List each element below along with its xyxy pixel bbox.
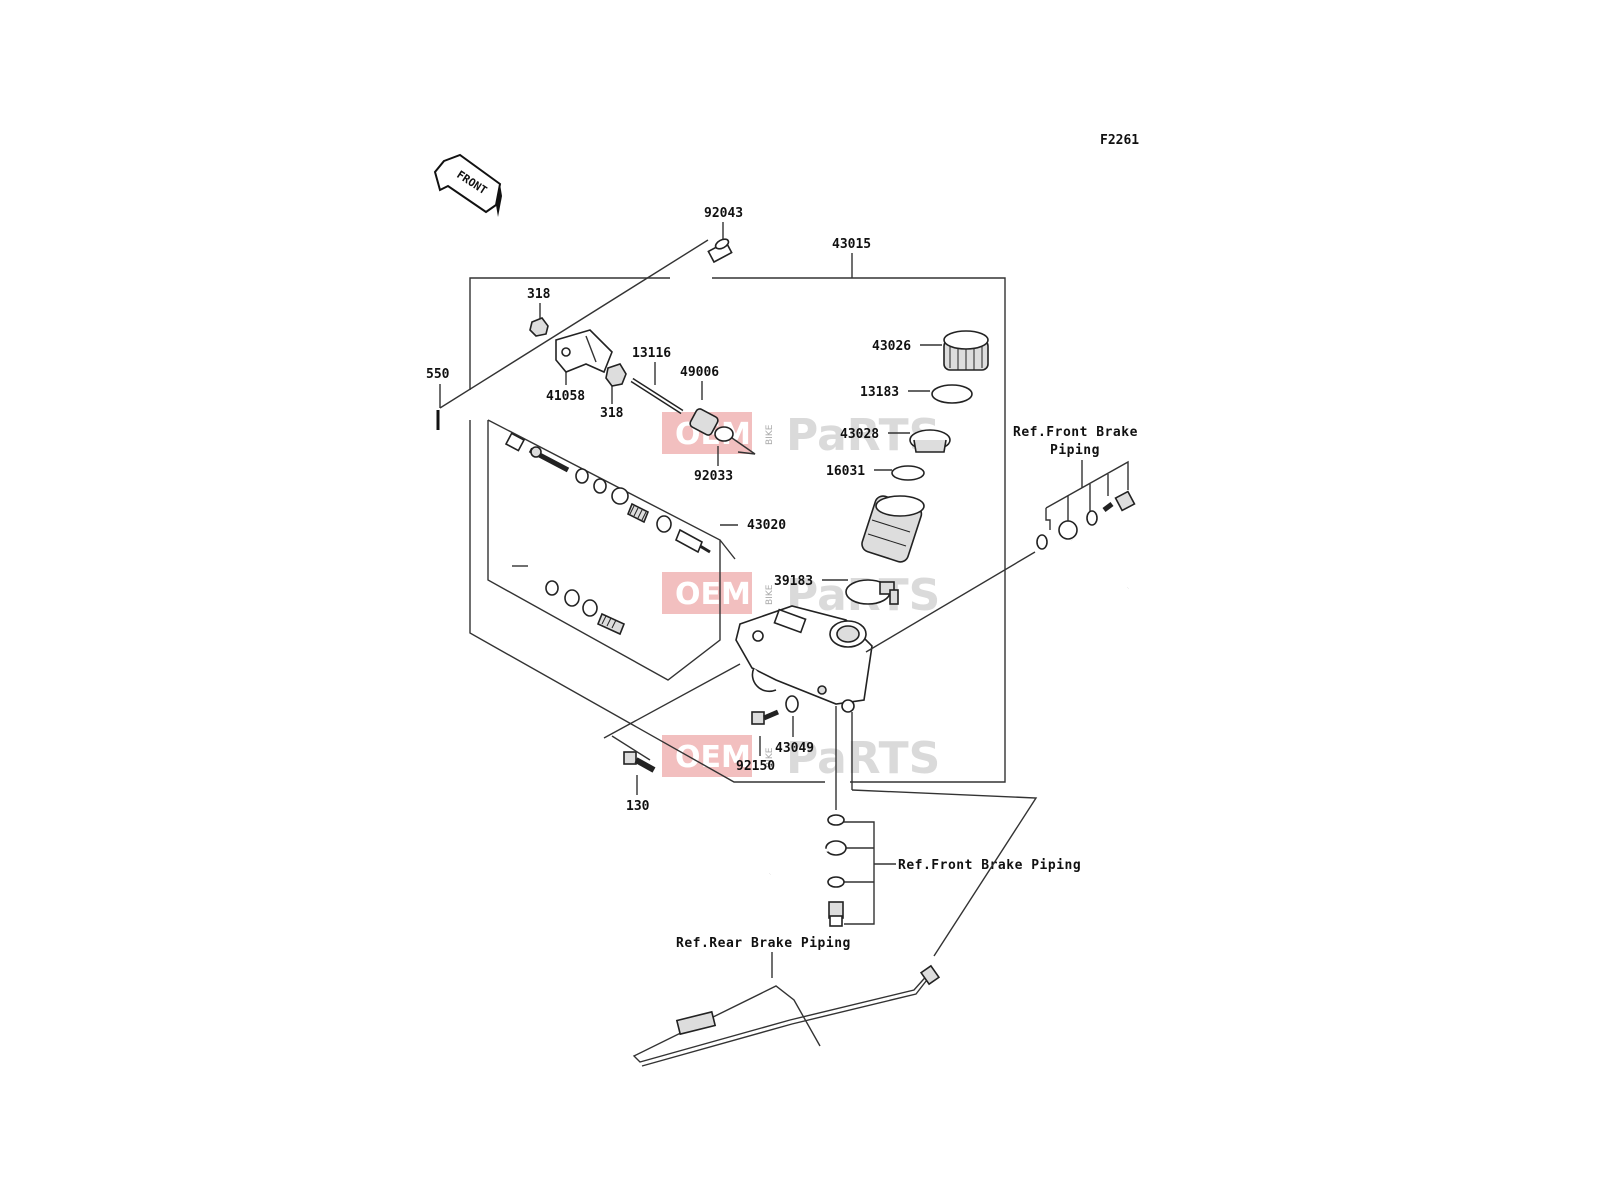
svg-text:OEM: OEM	[675, 577, 751, 612]
assembly-outline	[469, 253, 1006, 783]
part-label-13183: 13183	[860, 385, 899, 400]
master-cylinder-body	[735, 605, 873, 713]
washer-16031	[891, 465, 925, 481]
part-label-39183: 39183	[774, 574, 813, 589]
watermark-3: OEM BIKE PaRTS	[662, 733, 940, 784]
clevis-41058	[555, 329, 613, 374]
part-label-41058: 41058	[546, 389, 585, 404]
part-label-92033: 92033	[694, 469, 733, 484]
part-label-92150: 92150	[736, 759, 775, 774]
part-label-318-top: 318	[527, 287, 551, 302]
front-arrow-icon: FRONT	[433, 153, 502, 217]
diaphragm-43028	[909, 429, 951, 453]
svg-text:PaRTS: PaRTS	[786, 733, 940, 784]
svg-text:BIKE: BIKE	[765, 584, 775, 605]
ref-front-brake-top-line2: Piping	[1050, 443, 1100, 458]
nut-318-bottom	[605, 363, 627, 387]
piston-kit-lower	[512, 565, 626, 636]
part-label-43015: 43015	[832, 237, 871, 252]
part-label-13116: 13116	[632, 346, 671, 361]
nut-318-top	[529, 317, 549, 337]
diagram-code: F2261	[1100, 133, 1139, 148]
washer-43049	[785, 695, 799, 713]
svg-text:BIKE: BIKE	[765, 747, 775, 768]
ref-front-brake-top-line1: Ref.Front Brake	[1013, 425, 1138, 440]
bolt-130	[623, 751, 656, 773]
part-label-43049: 43049	[775, 741, 814, 756]
part-label-16031: 16031	[826, 464, 865, 479]
boot-49006	[689, 408, 719, 436]
piston-kit-43020	[504, 432, 711, 554]
clamp-39183	[845, 579, 899, 605]
ref-front-brake-top-piping	[1036, 460, 1136, 601]
part-label-130: 130	[626, 799, 650, 814]
part-label-92043: 92043	[704, 206, 743, 221]
svg-text:OEM: OEM	[675, 740, 751, 775]
bolt-92150	[751, 709, 779, 725]
ref-rear-brake: Ref.Rear Brake Piping	[676, 936, 851, 951]
plate-13183	[931, 384, 973, 404]
part-label-43020: 43020	[747, 518, 786, 533]
ref-rear-brake-piping	[632, 952, 941, 1067]
svg-text:BIKE: BIKE	[765, 424, 775, 445]
part-label-318-bottom: 318	[600, 406, 624, 421]
part-label-49006: 49006	[680, 365, 719, 380]
pin-92043	[436, 238, 733, 430]
part-label-43026: 43026	[872, 339, 911, 354]
ref-front-brake-mid: Ref.Front Brake Piping	[898, 858, 1081, 873]
push-rod-13116	[630, 377, 684, 415]
reservoir-cap-43026	[943, 330, 989, 371]
part-label-550: 550	[426, 367, 450, 382]
reservoir	[861, 495, 925, 563]
ref-front-brake-mid-piping	[762, 706, 1038, 957]
circlip-92033	[714, 426, 734, 442]
part-label-43028: 43028	[840, 427, 879, 442]
